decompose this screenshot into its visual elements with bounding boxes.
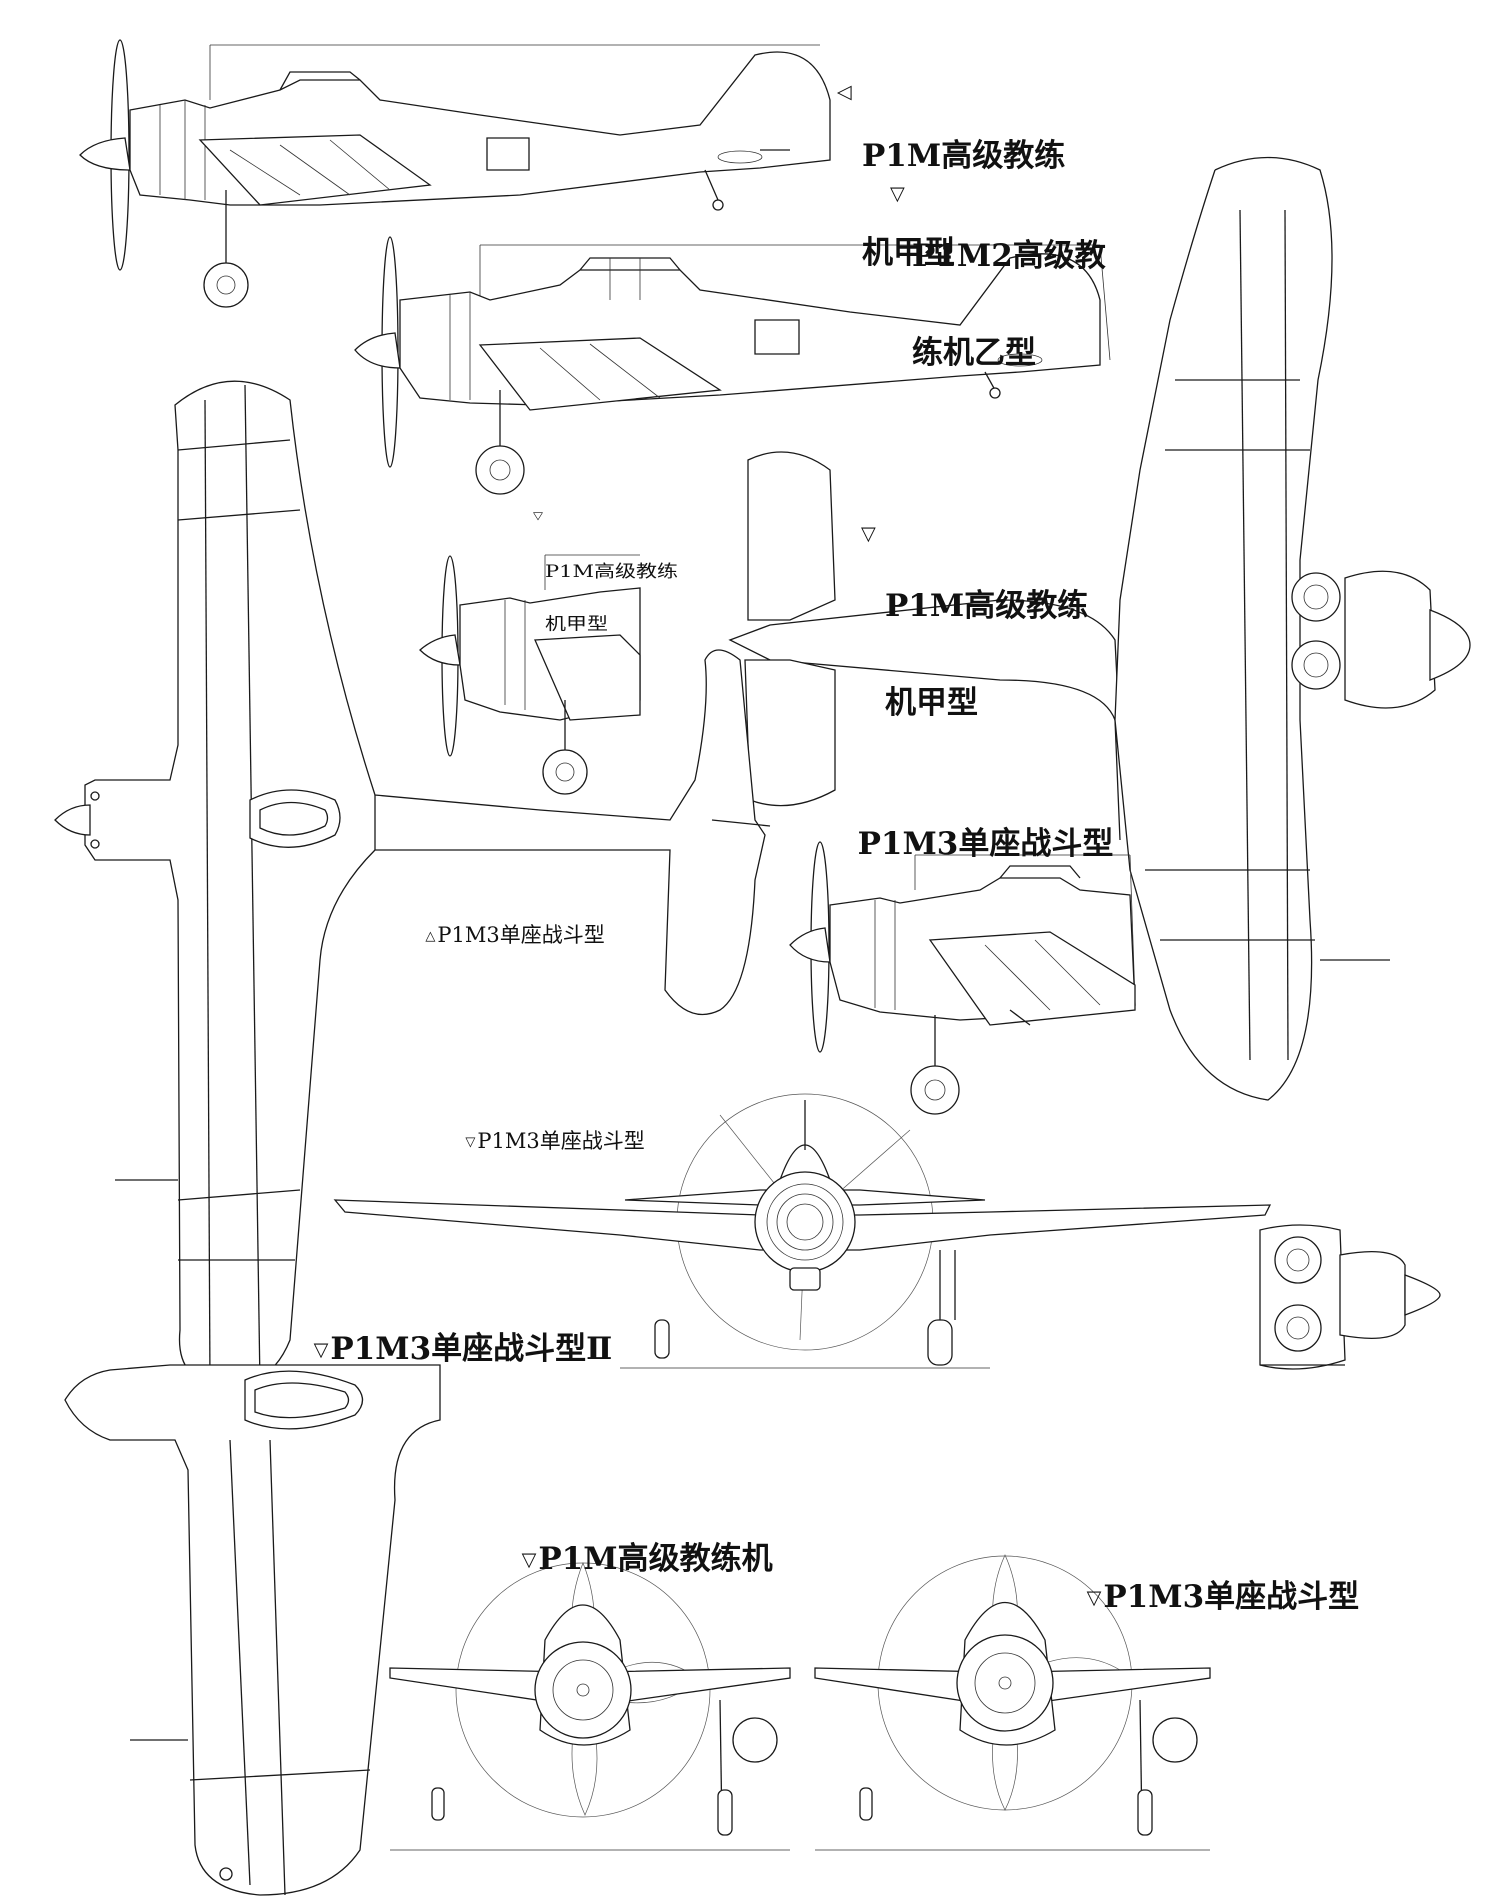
front-view-engine-fragment [1260,1225,1440,1369]
plan-view-p1m3-ii [65,1365,440,1895]
label-p1m-side-top-line2: 机甲型 [862,235,955,272]
label-p1m3-ii: ▽P1M3单座战斗型Ⅱ [313,1330,613,1367]
front-view-p1m3-wide [335,1094,1270,1368]
front-view-p1m3 [815,1555,1210,1850]
label-p1m-small: ▽ P1M高级教练 机甲型 [533,510,678,634]
label-p1m-underside-line2: 机甲型 [885,685,978,722]
front-view-p1m [390,1563,790,1850]
label-p1m2-side-line2: 练机乙型 [912,335,1036,372]
label-p1m-underside-line1: P1M高级教练 [885,587,1089,624]
label-p1m-side-top: ◁ P1M高级教练 机甲型 [837,80,1066,272]
label-p1m-side-top-line1: P1M高级教练 [862,137,1066,174]
label-p1m3-front-wide: ▽P1M3单座战斗型 [465,1129,645,1154]
label-p1m3-front: ▽P1M3单座战斗型 [1086,1578,1360,1615]
label-p1m3-top: △P1M3单座战斗型 [425,923,605,948]
label-p1m-small-line1: P1M高级教练 [545,561,678,581]
plan-view-underside-p1m [730,158,1470,1101]
side-view-p1m-small [420,555,640,794]
label-p1m3-side: P1M3单座战斗型 [857,825,1114,862]
side-view-p1m2 [355,237,1110,494]
label-p1m-underside: ▽ P1M高级教练 机甲型 [861,522,1089,722]
side-view-p1m3 [790,842,1135,1114]
label-p1m2-side-line1: P1M2高级教 [912,237,1106,274]
label-p1m2-side: ▽ P1M2高级教 练机乙型 [890,182,1106,372]
label-p1m-small-line2: 机甲型 [545,614,608,634]
side-view-p1m-top [80,40,830,307]
label-p1m-front: ▽P1M高级教练机 [521,1540,773,1577]
